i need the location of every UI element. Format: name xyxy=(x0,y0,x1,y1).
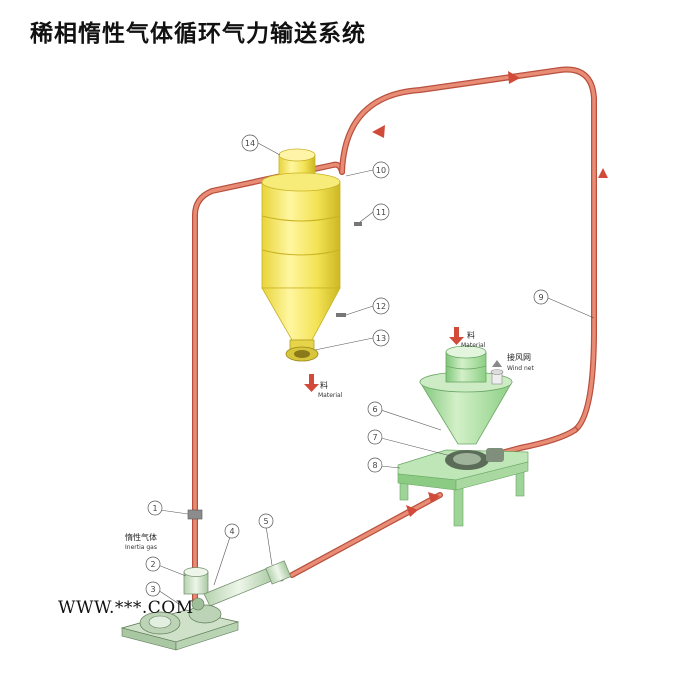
flow-arrow-bottom xyxy=(406,505,418,517)
callout-1 xyxy=(147,500,163,516)
fitting-11 xyxy=(354,222,362,226)
callout-3 xyxy=(145,581,161,597)
flow-arrow-left xyxy=(372,125,385,138)
callout-numbers: 1 2 3 4 5 6 7 8 9 10 11 12 13 14 xyxy=(150,139,543,594)
pipe-coupling-1 xyxy=(187,509,203,520)
callout-label-10: 10 xyxy=(376,166,386,175)
flow-arrow-top xyxy=(508,71,520,84)
callout-circles xyxy=(145,134,549,597)
callout-9 xyxy=(533,289,549,305)
cyclone-separator xyxy=(261,148,362,362)
material-label-en-right: Material xyxy=(461,342,486,349)
pipe-loop xyxy=(192,66,597,603)
wind-net-label: 接风网 Wind net xyxy=(507,352,534,372)
callout-label-2: 2 xyxy=(150,560,155,569)
fitting-12 xyxy=(336,313,346,317)
callout-label-3: 3 xyxy=(150,585,155,594)
material-discharge-arrow: 料 Material xyxy=(304,374,343,399)
callout-label-8: 8 xyxy=(372,461,377,470)
callout-label-13: 13 xyxy=(376,334,386,343)
callout-label-9: 9 xyxy=(538,293,543,302)
callout-7 xyxy=(367,429,383,445)
wind-net-label-en: Wind net xyxy=(507,365,534,372)
inert-gas-label-en: Inertia gas xyxy=(125,544,157,551)
callout-label-5: 5 xyxy=(263,517,268,526)
inert-gas-label: 惰性气体 Inertia gas xyxy=(125,532,157,551)
material-feed-arrow: 料 Material xyxy=(449,327,486,349)
blower-assembly xyxy=(120,509,292,651)
watermark-text: WWW.***.COM xyxy=(58,598,194,618)
callout-14 xyxy=(241,134,259,152)
callout-label-14: 14 xyxy=(245,139,255,148)
flow-arrow-right-up xyxy=(598,168,608,178)
callout-2 xyxy=(145,556,161,572)
callout-label-6: 6 xyxy=(372,405,377,414)
feeder-hopper xyxy=(397,345,529,527)
callout-8 xyxy=(367,457,383,473)
callouts xyxy=(157,142,595,607)
material-label-en-left: Material xyxy=(318,392,343,399)
riser-pipe-core xyxy=(503,428,577,454)
flow-arrows xyxy=(372,71,608,517)
callout-13 xyxy=(372,329,390,347)
wind-net-label-cn: 接风网 xyxy=(507,352,531,362)
callout-11 xyxy=(372,203,390,221)
inert-gas-label-cn: 惰性气体 xyxy=(125,532,157,542)
callout-6 xyxy=(367,401,383,417)
callout-label-1: 1 xyxy=(152,504,157,513)
material-label-cn-right: 料 xyxy=(467,330,475,340)
callout-4 xyxy=(224,523,240,539)
conveying-line-core xyxy=(290,493,442,577)
flow-arrow-mid xyxy=(428,492,440,503)
callout-12 xyxy=(372,297,390,315)
callout-5 xyxy=(258,513,274,529)
cyclone-inlet-pipe-core xyxy=(340,67,596,432)
callout-10 xyxy=(372,161,390,179)
callout-label-7: 7 xyxy=(372,433,377,442)
callout-label-12: 12 xyxy=(376,302,386,311)
callout-label-4: 4 xyxy=(229,527,234,536)
diagram-title: 稀相惰性气体循环气力输送系统 xyxy=(30,20,366,47)
material-label-cn-left: 料 xyxy=(320,380,328,390)
callout-label-11: 11 xyxy=(376,208,386,217)
